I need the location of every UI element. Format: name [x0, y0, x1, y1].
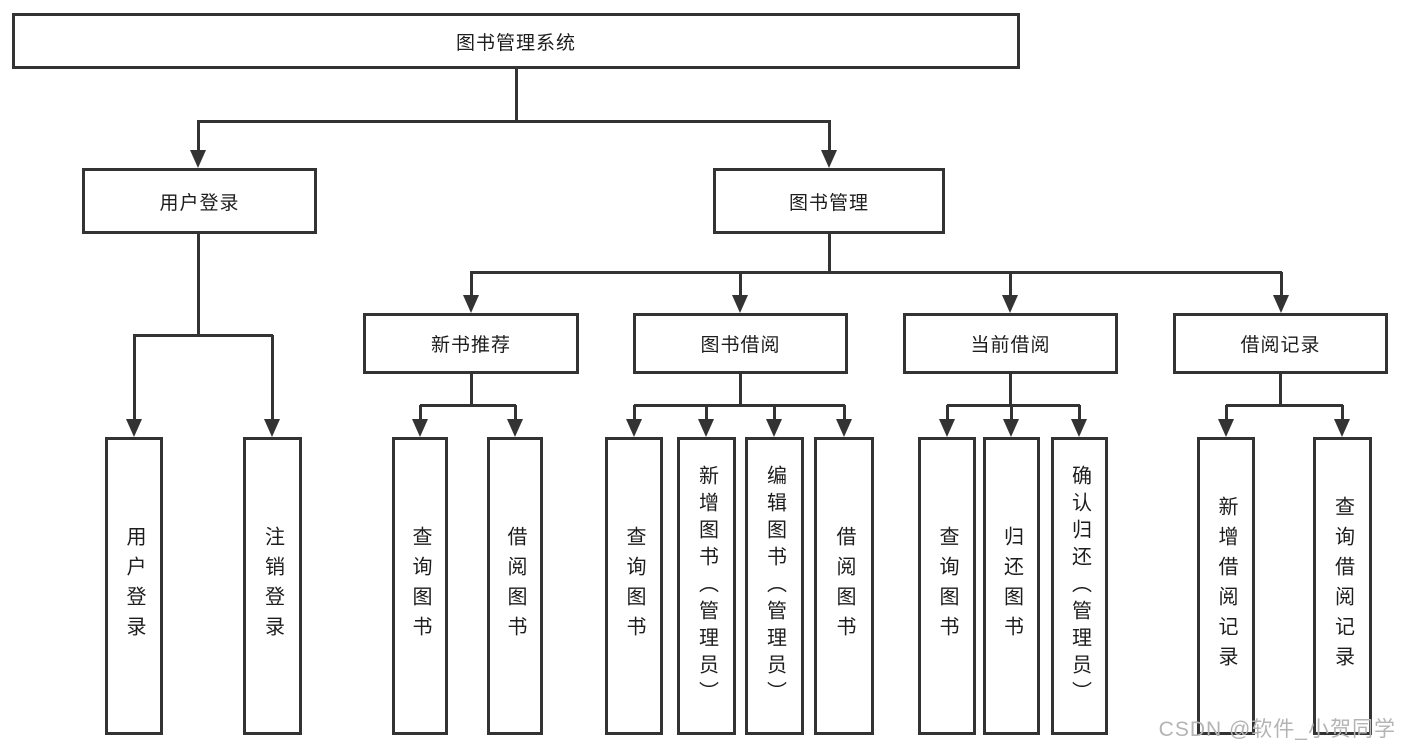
- node-book-management-label: 图书管理: [788, 192, 869, 214]
- node-borrow-records-label: 借阅记录: [1240, 335, 1321, 356]
- connector-root-hline: [197, 120, 831, 123]
- leaf-cb-query-books: 查询图书: [918, 437, 976, 735]
- leaf-bb-edit-books-admin-label: 编辑图书（管理员）: [763, 464, 786, 708]
- leaf-br-query-record: 查询借阅记录: [1313, 437, 1372, 735]
- arrow-to-leaf-user-login: [126, 335, 142, 437]
- connector-new-book-vline: [470, 374, 473, 406]
- connector-user-login-hline: [133, 334, 273, 337]
- connector-new-book-hline: [420, 404, 516, 407]
- leaf-cb-query-books-label: 查询图书: [936, 526, 958, 646]
- connector-current-borrow-hline: [947, 404, 1080, 407]
- node-book-borrow: 图书借阅: [633, 313, 848, 374]
- arrow-bb-edit-books: [766, 405, 782, 437]
- leaf-cb-confirm-return-admin: 确认归还（管理员）: [1051, 437, 1108, 735]
- arrow-to-book-management: [821, 121, 837, 168]
- node-root-label: 图书管理系统: [455, 32, 576, 54]
- leaf-bb-query-books: 查询图书: [605, 437, 663, 735]
- arrow-br-query-record: [1334, 405, 1350, 437]
- connector-book-management-vline: [828, 234, 831, 273]
- leaf-bb-query-books-label: 查询图书: [623, 526, 645, 646]
- arrow-to-current-borrow: [1002, 272, 1018, 313]
- connector-borrow-records-hline: [1226, 404, 1343, 407]
- arrow-br-add-record: [1218, 405, 1234, 437]
- arrow-bb-borrow-books: [836, 405, 852, 437]
- connector-root-vline: [515, 68, 518, 122]
- arrow-to-leaf-logout: [264, 335, 280, 437]
- connector-book-borrow-hline: [634, 404, 845, 407]
- leaf-nb-query-books-label: 查询图书: [409, 526, 431, 646]
- arrow-bb-query-books: [626, 405, 642, 437]
- leaf-bb-add-books-admin-label: 新增图书（管理员）: [695, 464, 718, 708]
- leaf-br-add-record-label: 新增借阅记录: [1215, 496, 1237, 676]
- arrow-cb-return-books: [1003, 405, 1019, 437]
- leaf-cb-return-books: 归还图书: [983, 437, 1040, 735]
- arrow-bb-add-books: [698, 405, 714, 437]
- leaf-nb-borrow-books-label: 借阅图书: [504, 526, 526, 646]
- leaf-user-login: 用户登录: [105, 437, 163, 735]
- arrow-to-user-login: [190, 121, 206, 168]
- node-book-borrow-label: 图书借阅: [700, 335, 781, 356]
- leaf-bb-add-books-admin: 新增图书（管理员）: [677, 437, 736, 735]
- leaf-logout-label: 注销登录: [261, 526, 284, 646]
- arrow-to-borrow-records: [1273, 272, 1289, 313]
- connector-current-borrow-vline: [1009, 374, 1012, 406]
- connector-book-borrow-vline: [739, 374, 742, 406]
- arrow-cb-confirm-return: [1071, 405, 1087, 437]
- connector-borrow-records-vline: [1279, 374, 1282, 406]
- leaf-logout: 注销登录: [243, 437, 302, 735]
- leaf-cb-confirm-return-admin-label: 确认归还（管理员）: [1068, 464, 1091, 708]
- connector-book-management-hline: [470, 271, 1282, 274]
- node-user-login-label: 用户登录: [159, 192, 240, 214]
- arrow-to-book-borrow: [732, 272, 748, 313]
- node-new-book-recommend: 新书推荐: [363, 313, 579, 374]
- node-new-book-recommend-label: 新书推荐: [430, 335, 511, 356]
- node-borrow-records: 借阅记录: [1173, 313, 1388, 374]
- leaf-br-add-record: 新增借阅记录: [1197, 437, 1255, 735]
- leaf-nb-borrow-books: 借阅图书: [487, 437, 543, 735]
- node-root: 图书管理系统: [12, 13, 1020, 69]
- arrow-nb-query-books: [412, 405, 428, 437]
- leaf-br-query-record-label: 查询借阅记录: [1331, 496, 1354, 676]
- leaf-cb-return-books-label: 归还图书: [1000, 526, 1023, 646]
- arrow-cb-query-books: [939, 405, 955, 437]
- node-current-borrow: 当前借阅: [903, 313, 1118, 374]
- leaf-bb-borrow-books: 借阅图书: [814, 437, 874, 735]
- node-user-login: 用户登录: [82, 168, 317, 234]
- arrow-nb-borrow-books: [507, 405, 523, 437]
- leaf-bb-borrow-books-label: 借阅图书: [833, 526, 855, 646]
- leaf-nb-query-books: 查询图书: [392, 437, 448, 735]
- node-current-borrow-label: 当前借阅: [970, 335, 1051, 356]
- csdn-watermark: CSDN @软件_小贺同学: [1158, 718, 1396, 741]
- leaf-bb-edit-books-admin: 编辑图书（管理员）: [745, 437, 804, 735]
- node-book-management: 图书管理: [713, 168, 945, 234]
- arrow-to-new-book-recommend: [463, 272, 479, 313]
- connector-user-login-vline: [197, 234, 200, 336]
- leaf-user-login-label: 用户登录: [123, 526, 145, 646]
